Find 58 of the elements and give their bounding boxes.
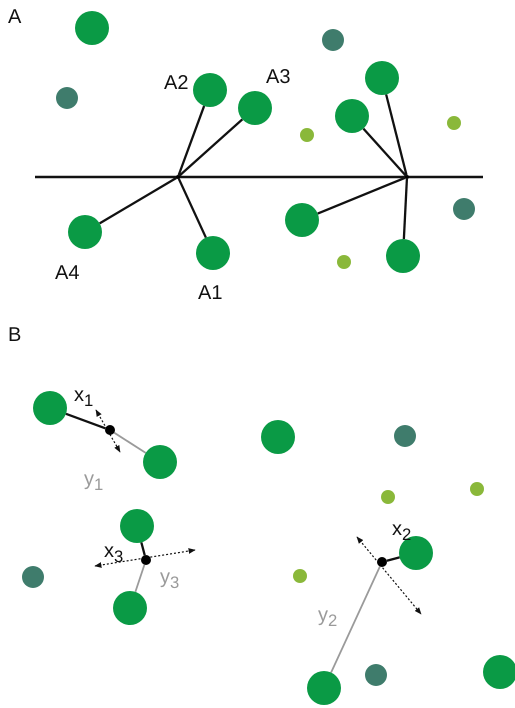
edge-label: x$_{2}$: [392, 518, 412, 546]
particle-circle: [75, 11, 109, 45]
edge-label: x$_{3}$: [104, 540, 124, 568]
particle-circle: [322, 29, 344, 51]
connector-line: [134, 564, 146, 592]
particle-circle: [22, 566, 44, 588]
particle-circle: [453, 198, 475, 220]
connector-line: [385, 94, 408, 176]
connector-line: [178, 118, 244, 177]
panel-label: A: [8, 6, 22, 28]
junction-dot: [405, 175, 409, 179]
particle-circle: [143, 445, 177, 479]
particle-circle: [386, 239, 420, 273]
connector-line: [66, 412, 106, 430]
connector-line: [402, 178, 408, 240]
particle-circle: [196, 236, 230, 270]
particle-circle: [120, 509, 154, 543]
edge-label: y$_{1}$: [84, 468, 104, 496]
particle-circle: [238, 91, 272, 125]
edge-label: y$_{3}$: [160, 566, 180, 594]
particle-circle: [307, 671, 341, 705]
connector-line: [99, 177, 177, 224]
connector-line: [114, 432, 146, 454]
connector-line: [140, 542, 146, 556]
junction-dot: [141, 555, 151, 565]
connector-line: [317, 176, 406, 215]
particle-label: A3: [266, 66, 290, 88]
particle-label: A1: [198, 282, 222, 304]
particle-circle: [470, 482, 484, 496]
connector-line: [330, 566, 381, 673]
particle-circle: [337, 255, 351, 269]
junction-dot: [377, 557, 387, 567]
panel-label: B: [8, 324, 22, 346]
particle-circle: [300, 128, 314, 142]
junction-dot: [176, 175, 180, 179]
particle-circle: [365, 61, 399, 95]
particle-circle: [381, 490, 395, 504]
particle-circle: [56, 87, 78, 109]
particle-circle: [447, 116, 461, 130]
edge-label: y$_{2}$: [318, 604, 338, 632]
connector-line: [178, 106, 206, 176]
connector-line: [362, 128, 407, 176]
particle-circle: [394, 425, 416, 447]
particle-circle: [193, 73, 227, 107]
connector-line: [386, 556, 400, 562]
particle-label: A4: [55, 262, 80, 284]
particle-circle: [285, 203, 319, 237]
particle-circle: [261, 420, 295, 454]
particle-label: A2: [164, 72, 188, 94]
particle-circle: [68, 215, 102, 249]
particle-circle: [113, 591, 147, 625]
particle-circle: [365, 664, 387, 686]
edge-label: x$_{1}$: [74, 384, 94, 412]
connector-line: [178, 178, 207, 238]
particle-circle: [335, 99, 369, 133]
particle-circle: [293, 569, 307, 583]
junction-dot: [105, 425, 115, 435]
particle-circle: [33, 391, 67, 425]
